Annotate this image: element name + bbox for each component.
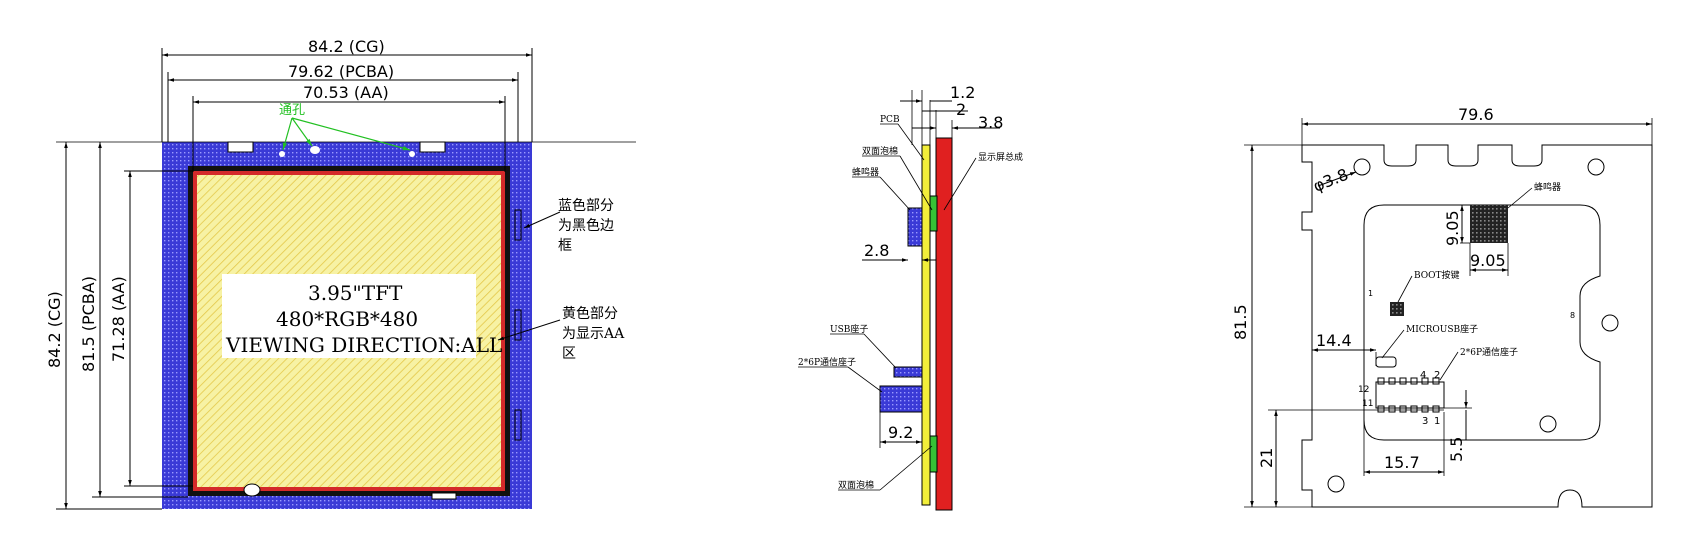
vent-hole-3 (409, 151, 415, 157)
mount-hole-2 (1587, 158, 1605, 176)
dim-back-width: 79.6 (1458, 105, 1494, 124)
dim-height-pcba: 81.5 (PCBA) (79, 276, 98, 372)
pin-12: 12 (1358, 385, 1369, 395)
dim-side-3-8: 3.8 (978, 113, 1003, 132)
label-usb: USB座子 (830, 323, 868, 335)
mount-hole-1 (1353, 158, 1371, 176)
dim-back-21: 21 (1257, 448, 1276, 468)
dim-side-9-2: 9.2 (888, 423, 913, 442)
label-boot: BOOT按键 (1414, 269, 1460, 281)
label-pcb: PCB (880, 115, 900, 125)
mount-hole-5 (1327, 475, 1345, 493)
pcb-side (921, 144, 931, 506)
note-blue-line3: 框 (558, 238, 572, 254)
side-tab-2 (514, 309, 522, 341)
tft-label-box (222, 274, 476, 358)
buzzer-side (907, 207, 923, 247)
dim-buzzer-h: 9.05 (1443, 210, 1462, 246)
label-back-2x6p: 2*6P通信座子 (1460, 346, 1518, 358)
note-yellow-line2: 为显示AA (562, 326, 625, 342)
dim-width-cg: 84.2 (CG) (308, 37, 385, 56)
pcb-outline (1301, 144, 1653, 508)
tft-title-line2: 480*RGB*480 (276, 307, 418, 331)
foam-top (929, 195, 938, 232)
header-2x6p-side (879, 385, 923, 413)
boot-button (1390, 302, 1404, 316)
dim-back-14-4: 14.4 (1316, 331, 1352, 350)
pin-11: 11 (1362, 399, 1373, 409)
buzzer-part (1470, 205, 1508, 243)
dim-side-1-2: 1.2 (950, 83, 975, 102)
side-view: 1.2 2 3.8 2.8 9.2 PCB 双面泡棉 蜂鸣器 显示屏总成 USB… (798, 83, 1023, 511)
label-foam-top: 双面泡棉 (862, 145, 898, 157)
note-yellow-line3: 区 (562, 346, 576, 362)
dim-width-aa: 70.53 (AA) (303, 83, 389, 102)
bottom-tab (431, 492, 457, 500)
foam-bottom (929, 435, 938, 473)
side-tab-1 (514, 209, 522, 241)
usb-side (893, 366, 923, 378)
vent-hole-1 (279, 151, 285, 157)
dim-side-2: 2 (956, 100, 966, 119)
side-tab-3 (514, 409, 522, 441)
top-notch-1 (227, 141, 254, 153)
pin-3: 3 (1422, 416, 1428, 427)
note-yellow-line1: 黄色部分 (562, 305, 618, 322)
pin-1: 1 (1434, 416, 1440, 427)
top-notch-2 (419, 141, 446, 153)
pin-4: 4 (1420, 370, 1426, 381)
mount-hole-3 (1601, 314, 1619, 332)
label-display: 显示屏总成 (978, 151, 1023, 163)
display-panel-side (935, 137, 953, 511)
note-blue-line1: 蓝色部分 (558, 197, 614, 214)
pin-2: 2 (1434, 370, 1440, 381)
front-view: 3.95"TFT 480*RGB*480 VIEWING DIRECTION:A… (45, 37, 636, 510)
label-foam-bottom: 双面泡棉 (838, 479, 874, 491)
dim-back-5-5: 5.5 (1447, 437, 1466, 462)
vent-hole-2 (310, 146, 320, 154)
dim-hole-dia: φ3.8 (1310, 165, 1350, 196)
dim-back-height: 81.5 (1231, 304, 1250, 340)
note-blue-line2: 为黑色边 (558, 217, 614, 234)
dim-back-15-7: 15.7 (1384, 453, 1420, 472)
label-buzzer: 蜂鸣器 (852, 166, 879, 178)
dim-height-cg: 84.2 (CG) (45, 291, 64, 368)
dim-width-pcba: 79.62 (PCBA) (288, 62, 394, 81)
tft-title-line3: VIEWING DIRECTION:ALL (225, 333, 502, 357)
mark-8: 8 (1570, 311, 1575, 320)
label-2x6p: 2*6P通信座子 (798, 356, 856, 368)
label-back-buzzer: 蜂鸣器 (1534, 181, 1561, 193)
mark-1: 1 (1368, 289, 1373, 298)
vent-label: 通孔 (279, 103, 305, 118)
dim-side-2-8: 2.8 (864, 241, 889, 260)
tft-title-line1: 3.95"TFT (308, 281, 403, 305)
header-2x6p (1375, 377, 1445, 413)
microusb-part (1375, 356, 1397, 368)
bottom-hole (243, 483, 261, 497)
dim-height-aa: 71.28 (AA) (109, 276, 128, 362)
dim-buzzer-w: 9.05 (1470, 251, 1506, 270)
label-microusb: MICROUSB座子 (1406, 323, 1478, 335)
back-view: 79.6 81.5 φ3.8 9.05 9.05 14.4 15.7 21 (1231, 105, 1653, 508)
mount-hole-4 (1539, 415, 1557, 433)
